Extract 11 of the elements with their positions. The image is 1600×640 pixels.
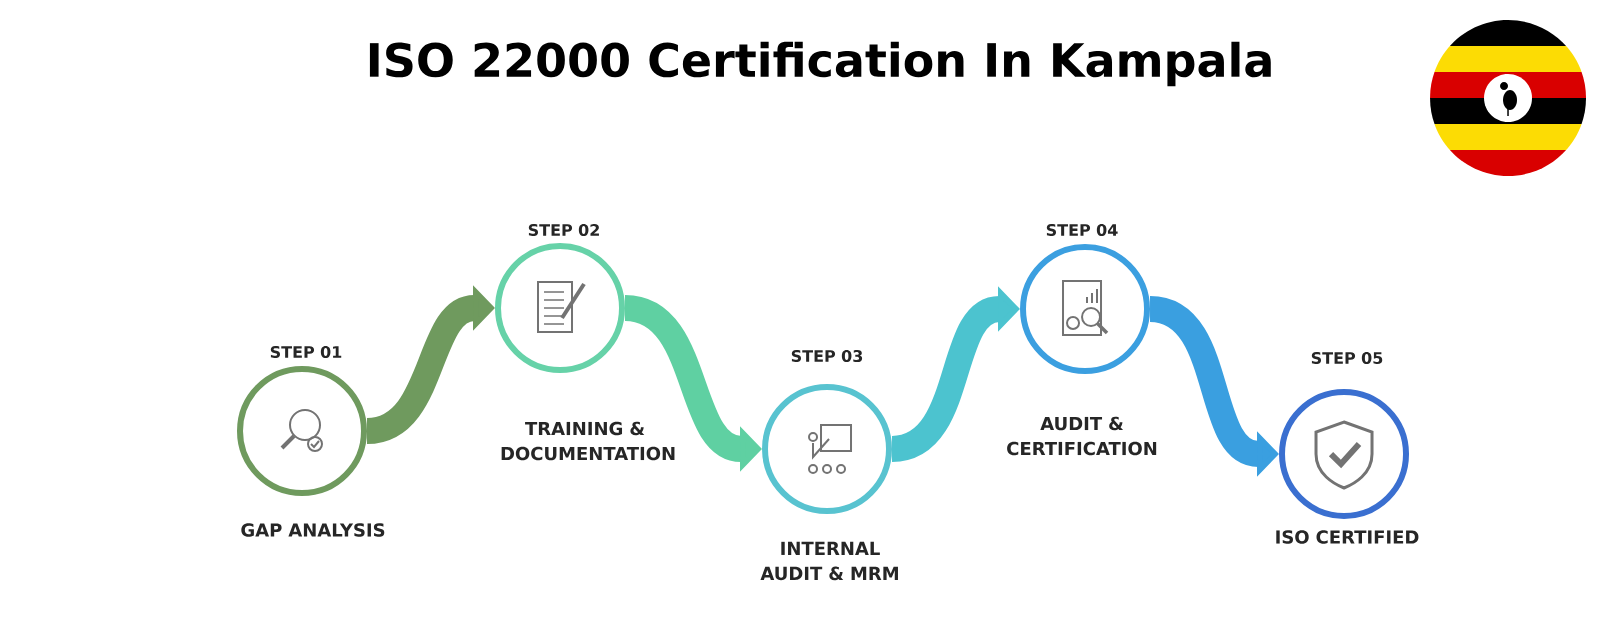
title: ISO 22000 Certification In Kampala xyxy=(369,41,1271,87)
step-name: ISO CERTIFIED xyxy=(1276,530,1419,544)
step-label: STEP 05 xyxy=(1311,351,1383,365)
step-name: TRAINING & DOCUMENTATION xyxy=(501,421,675,461)
step-label: STEP 04 xyxy=(1046,223,1118,237)
step-name: GAP ANALYSIS xyxy=(241,523,385,537)
step-name: AUDIT & CERTIFICATION xyxy=(1007,416,1157,456)
step-label: STEP 03 xyxy=(791,349,863,363)
step-name: INTERNAL AUDIT & MRM xyxy=(760,541,898,581)
step-label: STEP 02 xyxy=(528,223,599,237)
step-label: STEP 01 xyxy=(270,345,342,359)
